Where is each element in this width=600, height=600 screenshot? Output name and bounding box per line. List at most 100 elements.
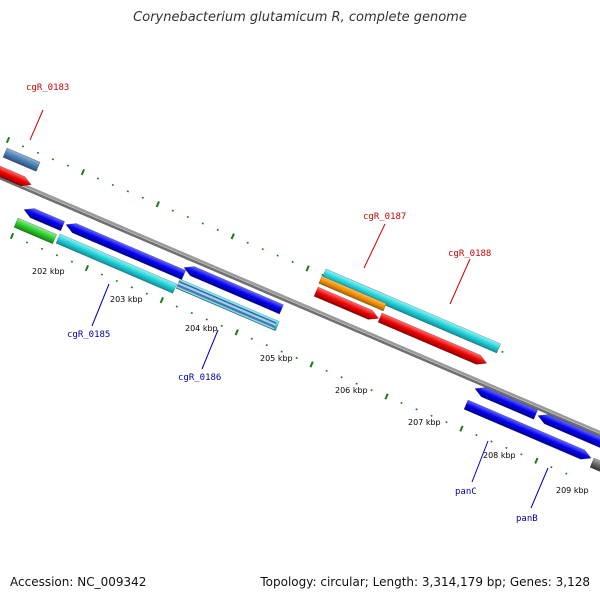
tick-mark-outer: [501, 350, 504, 353]
tick-mark-inner: [84, 264, 90, 272]
gene-label-cgR_0183[interactable]: cgR_0183: [26, 83, 69, 93]
gene-feature-cgR_0185[interactable]: [55, 233, 178, 294]
gene-feature-steel[interactable]: [2, 147, 41, 172]
tick-mark-outer: [66, 164, 70, 167]
leader-line-cgR_0183: [29, 109, 44, 141]
gene-label-panB[interactable]: panB: [516, 514, 538, 524]
genome-summary: Topology: circular; Length: 3,314,179 bp…: [260, 575, 590, 589]
gene-label-cgR_0187[interactable]: cgR_0187: [363, 212, 406, 222]
tick-mark-outer: [111, 183, 115, 187]
tick-mark-inner: [40, 247, 44, 250]
gene-feature-grey[interactable]: [589, 457, 600, 476]
backbone-line: [0, 176, 600, 437]
tick-mark-outer: [276, 254, 279, 257]
tick-mark-outer: [36, 151, 40, 154]
gene-features: [0, 147, 600, 476]
tick-mark-inner: [55, 254, 59, 257]
tick-mark-outer: [321, 273, 324, 276]
leader-line-panC: [471, 440, 489, 483]
leader-line-panB: [530, 467, 549, 509]
leader-line-cgR_0185: [91, 283, 110, 327]
tick-mark-inner: [220, 324, 223, 327]
tick-mark-outer: [51, 158, 55, 161]
gene-feature-blue-b[interactable]: [64, 220, 187, 281]
scale-labels: 202 kbp 203 kbp 204 kbp 205 kbp 206 kbp …: [32, 267, 589, 495]
tick-mark-inner: [205, 318, 208, 321]
leader-line-cgR_0186: [201, 329, 219, 370]
tick-mark-inner: [280, 350, 283, 353]
tick-mark-inner: [490, 440, 493, 443]
backbone-line: [0, 173, 600, 434]
tick-mark-inner: [190, 311, 193, 315]
tick-marks: [5, 136, 568, 475]
tick-mark-inner: [295, 356, 298, 360]
tick-mark-outer: [171, 209, 174, 212]
scale-label-209: 209 kbp: [556, 486, 589, 495]
tick-mark-inner: [9, 232, 15, 240]
tick-mark-inner: [534, 457, 539, 464]
tick-mark-inner: [475, 433, 478, 437]
tick-mark-inner: [309, 361, 314, 368]
tick-mark-inner: [100, 273, 104, 276]
gene-feature-panB[interactable]: [463, 399, 593, 463]
gene-feature-green[interactable]: [13, 217, 57, 245]
tick-mark-outer: [5, 136, 11, 144]
tick-mark-inner: [550, 466, 553, 469]
tick-mark-outer: [230, 233, 235, 240]
tick-mark-inner: [415, 408, 418, 411]
gene-feature-cgR_0183[interactable]: [0, 165, 33, 189]
tick-mark-outer: [291, 260, 294, 264]
tick-mark-inner: [565, 472, 568, 475]
gene-feature-blue-e[interactable]: [536, 411, 600, 449]
tick-mark-inner: [430, 414, 433, 417]
tick-mark-outer: [155, 201, 160, 208]
tick-mark-inner: [70, 260, 74, 263]
tick-mark-inner: [234, 329, 239, 336]
genome-backbone: [0, 173, 600, 437]
scale-label-202: 202 kbp: [32, 267, 65, 276]
scale-label-208: 208 kbp: [483, 451, 516, 460]
tick-mark-inner: [445, 421, 448, 424]
gene-feature-blue-d[interactable]: [473, 384, 539, 420]
gene-feature-red-a[interactable]: [313, 286, 380, 323]
tick-mark-inner: [340, 376, 343, 379]
tick-mark-inner: [175, 305, 178, 308]
tick-mark-inner: [384, 393, 389, 400]
gene-label-cgR_0185[interactable]: cgR_0185: [67, 330, 110, 340]
tick-mark-inner: [115, 279, 119, 283]
gene-feature-cgR_0187[interactable]: [318, 275, 387, 312]
tick-mark-inner: [459, 425, 464, 432]
tick-mark-outer: [141, 196, 144, 199]
scale-label-207: 207 kbp: [408, 418, 441, 427]
tick-mark-outer: [261, 248, 264, 251]
tick-mark-inner: [130, 286, 133, 289]
tick-mark-inner: [250, 337, 253, 340]
gene-label-cgR_0186[interactable]: cgR_0186: [178, 373, 221, 383]
tick-mark-inner: [505, 446, 508, 449]
gene-feature-blue-c[interactable]: [182, 263, 284, 315]
tick-mark-inner: [159, 297, 164, 304]
tick-mark-outer: [246, 241, 249, 244]
gene-label-panC[interactable]: panC: [455, 487, 477, 497]
leader-line-cgR_0188: [449, 258, 471, 305]
tick-mark-inner: [400, 401, 403, 405]
scale-label-203: 203 kbp: [110, 295, 143, 304]
tick-mark-inner: [145, 292, 148, 295]
gene-feature-red-b[interactable]: [377, 312, 489, 368]
map-title: Corynebacterium glutamicum R, complete g…: [133, 10, 467, 25]
gene-label-cgR_0188[interactable]: cgR_0188: [448, 249, 491, 259]
tick-mark-outer: [186, 215, 189, 219]
tick-mark-inner: [370, 389, 373, 392]
tick-mark-inner: [265, 344, 268, 347]
gene-feature-cgR_0188[interactable]: [321, 268, 502, 354]
tick-mark-outer: [96, 177, 100, 180]
tick-mark-inner: [355, 382, 358, 385]
tick-mark-outer: [201, 222, 204, 225]
tick-mark-outer: [21, 145, 25, 148]
accession-label: Accession: NC_009342: [10, 575, 147, 589]
scale-label-206: 206 kbp: [335, 386, 368, 395]
gene-feature-blue-a[interactable]: [22, 205, 65, 232]
gene-feature-cgR_0186-stripes: [176, 280, 277, 330]
tick-mark-outer: [305, 265, 310, 272]
